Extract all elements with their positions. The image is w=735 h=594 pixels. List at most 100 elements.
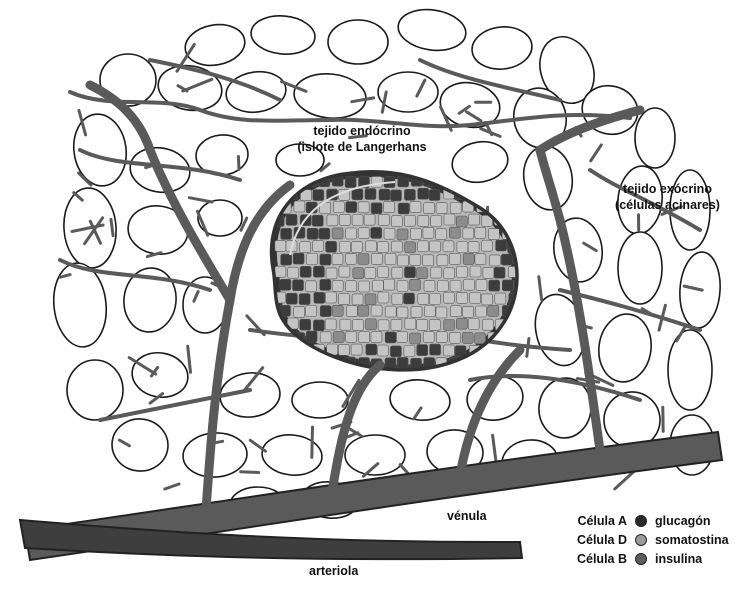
islet-cell	[418, 241, 429, 252]
islet-cell	[371, 332, 382, 343]
somatostatin-dot-icon	[635, 534, 647, 546]
islet-cell	[306, 359, 317, 370]
islet-cell	[475, 254, 486, 265]
islet-cell	[346, 281, 357, 292]
islet-cell	[495, 345, 506, 356]
islet-cell	[521, 268, 532, 279]
acinar-cell	[328, 20, 388, 64]
islet-cell	[410, 254, 421, 265]
islet-cell	[397, 331, 408, 342]
islet-cell	[286, 345, 297, 356]
islet-cell	[464, 359, 475, 370]
islet-cell	[300, 319, 311, 330]
islet-cell	[340, 242, 351, 253]
legend-row-cell-d: Célula D somatostina	[575, 531, 729, 549]
islet-cell	[463, 279, 474, 290]
islet-cell	[456, 318, 467, 329]
islet-cell	[377, 242, 388, 253]
islet-cell	[522, 320, 533, 331]
islet-cell	[418, 188, 429, 199]
islet-cell	[495, 293, 506, 304]
islet-cell	[449, 176, 460, 187]
islet-cell	[365, 189, 376, 200]
islet-cell	[273, 370, 284, 381]
islet-cell	[475, 333, 486, 344]
capillary-branch	[493, 435, 497, 463]
islet-cell	[392, 294, 403, 305]
islet-cell	[332, 228, 343, 239]
islet-cell	[457, 267, 468, 278]
capillary-branch	[165, 484, 179, 489]
islet-cell	[444, 214, 455, 225]
islet-cell	[475, 359, 486, 370]
islet-cell	[450, 253, 461, 264]
islet-cell	[384, 228, 395, 239]
islet-cell	[488, 229, 499, 240]
islet-cell	[275, 266, 286, 277]
islet-cell	[391, 190, 402, 201]
islet-cell	[340, 319, 351, 330]
exocrine-label: tejido exócrino (células acinares)	[600, 181, 735, 213]
islet-cell	[450, 281, 461, 292]
islet-cell	[502, 280, 513, 291]
endocrine-label-line2: (islote de Langerhans	[282, 139, 442, 155]
acinar-cell	[396, 5, 469, 54]
acinar-cell	[668, 330, 712, 410]
islet-cell	[436, 307, 447, 318]
legend-cell-name: Célula D	[575, 533, 627, 547]
islet-cell	[456, 372, 467, 383]
islet-cell	[457, 292, 468, 303]
islet-cell	[366, 319, 377, 330]
islet-cell	[313, 240, 324, 251]
islet-cell	[313, 190, 324, 201]
endocrine-label: tejido endócrino (islote de Langerhans	[282, 123, 442, 155]
islet-cell	[281, 228, 292, 239]
islet-cell	[528, 253, 539, 264]
islet-cell	[299, 294, 310, 305]
islet-cell	[443, 241, 454, 252]
acinar-cell	[224, 68, 289, 116]
islet-cell	[398, 255, 409, 266]
islet-cell	[397, 357, 408, 368]
glucagon-dot-icon	[635, 515, 647, 527]
islet-cell	[371, 203, 382, 214]
islet-cell	[424, 203, 435, 214]
islet-cell	[482, 189, 493, 200]
islet-cell	[508, 188, 519, 199]
islet-cell	[437, 255, 448, 266]
islet-cell	[294, 201, 305, 212]
exocrine-label-line1: tejido exócrino	[600, 181, 735, 197]
islet-cell	[392, 267, 403, 278]
islet-cell	[351, 242, 362, 253]
islet-cell	[300, 266, 311, 277]
islet-cell	[325, 319, 336, 330]
islet-cell	[444, 292, 455, 303]
islet-cell	[365, 268, 376, 279]
islet-cell	[358, 305, 369, 316]
islet-cell	[339, 266, 350, 277]
islet-of-langerhans	[273, 173, 539, 383]
islet-cell	[320, 279, 331, 290]
islet-cell	[410, 202, 421, 213]
islet-cell	[431, 216, 442, 227]
islet-cell	[384, 279, 395, 290]
islet-cell	[418, 293, 429, 304]
islet-cell	[404, 346, 415, 357]
islet-cell	[366, 241, 377, 252]
islet-cell	[397, 229, 408, 240]
islet-cell	[463, 228, 474, 239]
acinar-cell	[292, 70, 368, 121]
islet-cell	[404, 215, 415, 226]
islet-cell	[294, 177, 305, 188]
islet-cell	[359, 332, 370, 343]
islet-cell	[339, 294, 350, 305]
islet-cell	[378, 320, 389, 331]
capillary-branch	[312, 427, 313, 457]
islet-cell	[371, 305, 382, 316]
islet-cell	[489, 255, 500, 266]
islet-cell	[443, 345, 454, 356]
islet-cell	[346, 306, 357, 317]
islet-cell	[327, 215, 338, 226]
islet-cell	[299, 372, 310, 383]
